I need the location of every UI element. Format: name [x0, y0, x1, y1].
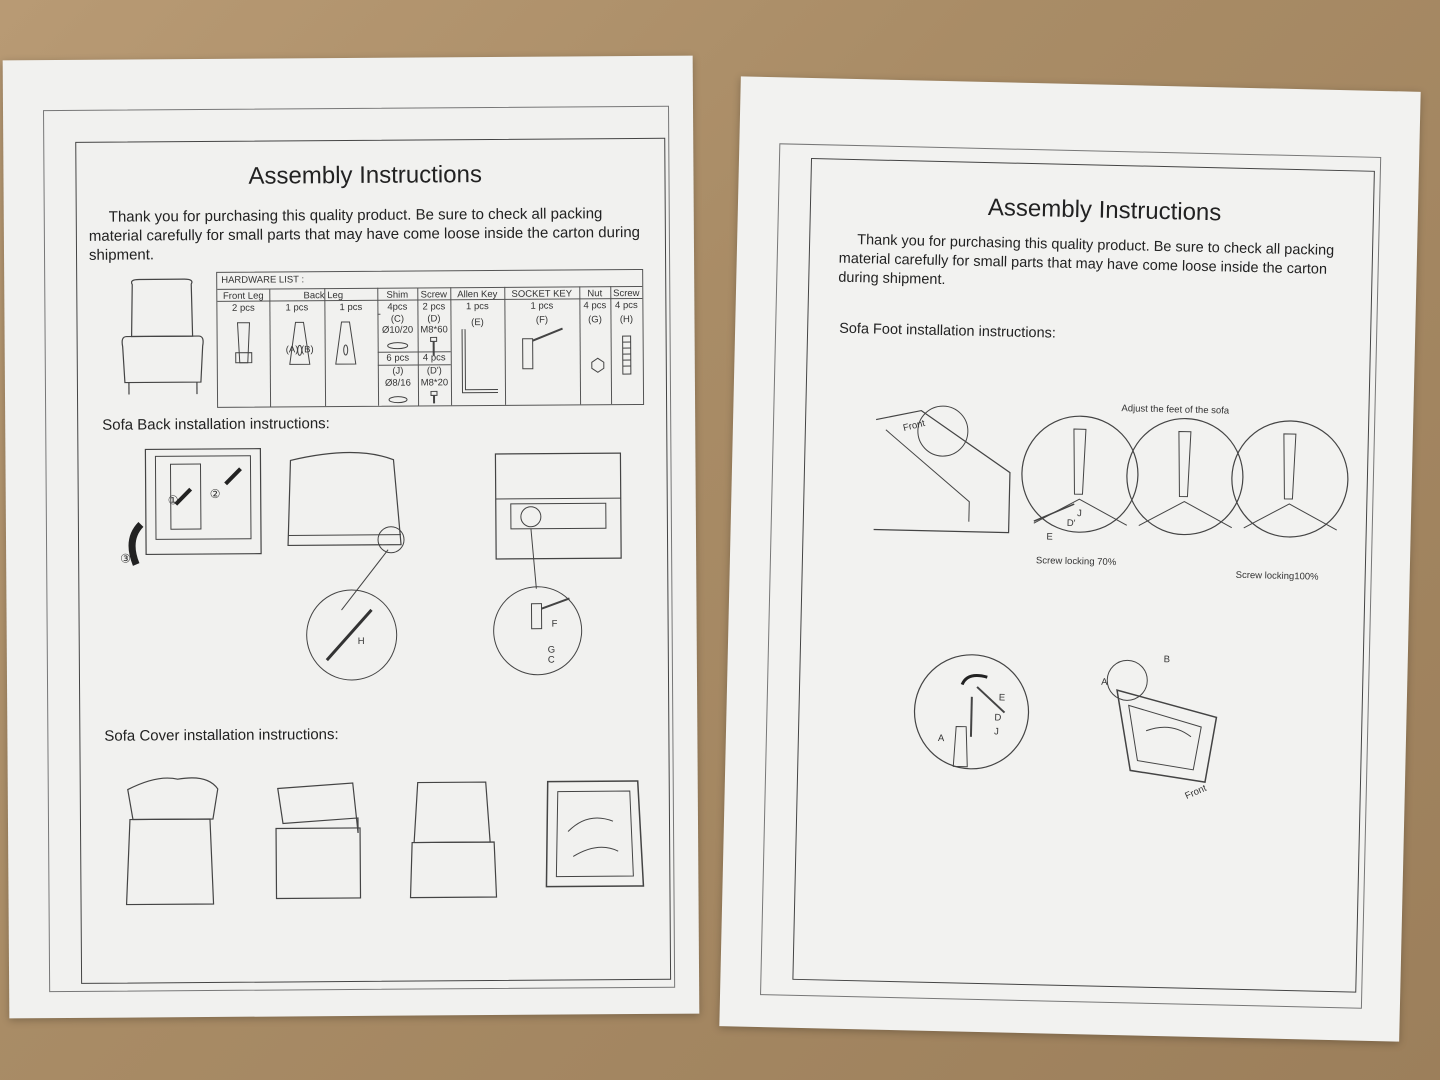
hw-name: Screw [420, 289, 448, 301]
hw-name: Nut [587, 288, 603, 300]
back-step-2-illustration [285, 449, 427, 700]
cover-section-heading: Sofa Cover installation instructions: [104, 726, 339, 745]
cover-steps-illustration [118, 771, 659, 925]
letter-d-prime: D' [1066, 517, 1076, 530]
intro-text: Thank you for purchasing this quality pr… [88, 205, 641, 264]
right-instruction-sheet: Assembly Instructions Thank you for purc… [719, 76, 1421, 1042]
leg-install-illustration [914, 656, 1237, 813]
back-step-1-illustration [115, 444, 276, 585]
page-title: Assembly Instructions [248, 161, 482, 190]
hw-name: Allen Key [457, 288, 498, 301]
hardware-parts-sketch [217, 310, 643, 407]
hw-name: Front Leg [222, 290, 264, 302]
chair-illustration [114, 274, 210, 400]
back-section-heading: Sofa Back installation instructions: [102, 415, 330, 434]
screw-locking-100: Screw locking100% [1235, 569, 1319, 583]
hw-name: Screw [613, 287, 640, 300]
letter-e: E [1046, 531, 1053, 543]
marker-f: F [551, 618, 558, 630]
marker-c: C [547, 654, 555, 666]
letter-b: B [1163, 654, 1171, 666]
marker-one: ① [167, 493, 179, 508]
letter-d: D [994, 712, 1002, 724]
letter-e-2: E [998, 692, 1006, 704]
letter-a: A [937, 733, 945, 745]
marker-two: ② [209, 486, 221, 501]
intro-text: Thank you for purchasing this quality pr… [838, 232, 1335, 289]
letter-j-2: J [993, 726, 999, 738]
foot-adjust-illustration [868, 399, 1361, 560]
back-step-3-illustration [490, 448, 632, 699]
marker-h: H [357, 635, 365, 647]
letter-a-2: A [1101, 676, 1108, 688]
marker-three: ③ [120, 551, 131, 566]
hw-name: Back Leg [303, 290, 344, 302]
hardware-list-table: HARDWARE LIST : Front Leg Back Leg Shim … [216, 268, 645, 408]
screw-locking-70: Screw locking 70% [1035, 555, 1117, 569]
page-title: Assembly Instructions [987, 194, 1222, 227]
hw-name: SOCKET KEY [511, 288, 573, 300]
letter-j: J [1076, 508, 1082, 520]
hardware-caption: HARDWARE LIST : [221, 274, 305, 286]
left-instruction-sheet: Assembly Instructions Thank you for purc… [2, 55, 700, 1019]
hw-name: Shim [386, 289, 409, 301]
